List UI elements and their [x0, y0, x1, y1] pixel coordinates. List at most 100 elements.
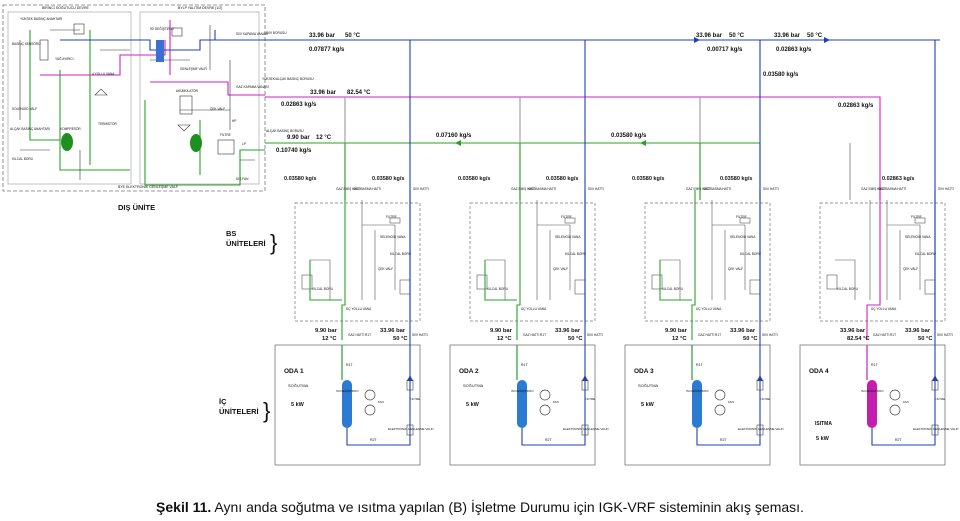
bs-gas-pressure-label: GAZ BASMA HATTI [528, 187, 556, 191]
in-pressure: 9.90 bar [490, 328, 513, 334]
l3-pressure: 9.90 bar [287, 135, 310, 141]
room-name: ODA 1 [284, 368, 304, 375]
bs-label-2: ÜNİTELERİ [226, 239, 266, 248]
l1-flow: 0.07877 kg/s [309, 47, 345, 53]
bs-box [469, 202, 596, 322]
indoor-r2t: R2T [720, 438, 727, 442]
compressor-right [190, 134, 202, 152]
svg-text:GENLEŞME VALFİ: GENLEŞME VALFİ [180, 66, 207, 71]
bs-gas-line-label: GAZ HATTI [873, 333, 890, 337]
caption-bold: Şekil 11. [156, 499, 212, 515]
branch-flow-2a: 0.03580 kg/s [458, 176, 490, 182]
in-pressure: 9.90 bar [665, 328, 688, 334]
svg-text:}: } [270, 230, 277, 255]
indoor-r1t: R1T [346, 363, 353, 367]
bs-capillary-label-2: KILCAL BORU [662, 287, 684, 291]
outdoor-box-top-left: BİRİNCİ SOĞUTUCU DEVRE [42, 5, 90, 10]
tra-pressure: 33.96 bar [696, 33, 723, 39]
bs-r1t-label: R1T [715, 333, 721, 337]
tra-flow: 0.00717 kg/s [707, 47, 743, 53]
out-pressure: 33.96 bar [380, 328, 406, 334]
outdoor-label: DIŞ ÜNİTE [118, 203, 155, 212]
l1-pressure: 33.96 bar [309, 33, 336, 39]
hx-label: ISI DEĞİŞTİRİCİ [511, 388, 534, 393]
indoor-box [274, 344, 421, 466]
svg-text:}: } [263, 398, 270, 423]
trb-pressure: 33.96 bar [774, 33, 801, 39]
compressor-left [61, 133, 73, 151]
tra-temp: 50 °C [729, 33, 745, 39]
bs-r1t-label: R1T [540, 333, 546, 337]
in-temp: 82.54 °C [847, 336, 870, 342]
bs-capillary-label-2: KILCAL BORU [487, 287, 509, 291]
svg-text:4 YOLLU VANA: 4 YOLLU VANA [92, 72, 115, 76]
bs-label-1: BS [226, 229, 236, 238]
bs-box [644, 202, 771, 322]
room-mode: SOĞUTMA [288, 383, 309, 388]
fan-label: FAN [378, 400, 384, 404]
indoor-box [624, 344, 771, 466]
branch-flow-3a: 0.03580 kg/s [632, 176, 664, 182]
svg-text:DIŞ FAN: DIŞ FAN [236, 177, 249, 181]
svg-text:FİLTRE: FİLTRE [220, 132, 231, 137]
trb-temp: 50 °C [807, 33, 823, 39]
heat-exchanger-coil [517, 380, 527, 428]
room-name: ODA 3 [634, 368, 654, 375]
bs-solenoid-label: SELENOİD VANA [730, 234, 756, 239]
out-pressure: 33.96 bar [730, 328, 756, 334]
side-labels: BS ÜNİTELERİ } İÇ ÜNİTELERİ } [219, 229, 277, 423]
indoor-filter-label: FİLTRE [935, 396, 945, 401]
l3-flow: 0.10740 kg/s [276, 148, 312, 154]
exv-label: ELEKTRONİK GENLEŞME VALFİ [388, 426, 434, 431]
bs-solenoid-label: SELENOİD VANA [905, 234, 931, 239]
hx-label: ISI DEĞİŞTİRİCİ [336, 388, 359, 393]
l2-flow: 0.02863 kg/s [281, 102, 317, 108]
bs-filter-label: FİLTRE [736, 214, 747, 219]
heat-exchanger-coil [867, 380, 877, 428]
figure-caption: Şekil 11. Aynı anda soğutma ve ısıtma ya… [0, 499, 960, 515]
branch-flow-2b: 0.03580 kg/s [546, 176, 578, 182]
indoor-r1t: R1T [521, 363, 528, 367]
flow-mid1: 0.07160 kg/s [436, 133, 472, 139]
heat-exchanger-coil [342, 380, 352, 428]
bs-liquid-line-label: SIVI HATTI [412, 333, 428, 337]
svg-text:ALÇAK BASINÇ BORUSU: ALÇAK BASINÇ BORUSU [266, 129, 304, 133]
branch-flow-1a: 0.03580 kg/s [284, 176, 316, 182]
room-mode: ISITMA [815, 421, 832, 427]
l2-temp: 82.54 °C [347, 90, 371, 96]
trunk-labels: SIVI BORUSU YÜKSEK/ALÇAK BASINÇ BORUSU A… [262, 31, 914, 182]
out-temp: 50 °C [743, 336, 758, 342]
bs-gas-line-label: GAZ HATTI [698, 333, 715, 337]
room-name: ODA 2 [459, 368, 479, 375]
bs-three-way-label: ÜÇ YOLLU VANA [346, 307, 372, 311]
flow-right: 0.03580 kg/s [763, 72, 799, 78]
indoor-filter-label: FİLTRE [410, 396, 420, 401]
room-name: ODA 4 [809, 368, 829, 375]
bs-gas-suction-label: GAZ EMİŞ HATTI [861, 186, 886, 191]
bs-capillary-label: KILCAL BORU [565, 252, 587, 256]
branch-flow-1b: 0.03580 kg/s [372, 176, 404, 182]
hx-label: ISI DEĞİŞTİRİCİ [686, 388, 709, 393]
bs-r1t-label: R1T [890, 333, 896, 337]
bs-filter-label: FİLTRE [911, 214, 922, 219]
out-temp: 50 °C [918, 336, 933, 342]
indoor-box [449, 344, 596, 466]
bs-three-way-label: ÜÇ YOLLU VANA [871, 307, 897, 311]
indoor-label-1: İÇ [219, 397, 227, 406]
bs-solenoid-label: SELENOİD VANA [555, 234, 581, 239]
fan-icon [714, 389, 726, 401]
bs-three-way-label: ÜÇ YOLLU VANA [696, 307, 722, 311]
outdoor-box-top-right: BYLP YALITIM DEVRE (1/2) [178, 6, 222, 10]
l2-pressure: 33.96 bar [310, 90, 337, 96]
bs-three-way-label: ÜÇ YOLLU VANA [521, 307, 547, 311]
indoor-r2t: R2T [895, 438, 902, 442]
svg-text:AKÜMÜLATÖR: AKÜMÜLATÖR [176, 89, 199, 93]
bs-capillary-label-2: KILCAL BORU [837, 287, 859, 291]
svg-text:YÜKSEK BASINÇ ANAHTARI: YÜKSEK BASINÇ ANAHTARI [20, 17, 62, 21]
svg-text:KILCAL BORU: KILCAL BORU [12, 157, 34, 161]
bs-gas-line-label: GAZ HATTI [523, 333, 540, 337]
fan-icon [539, 404, 551, 416]
